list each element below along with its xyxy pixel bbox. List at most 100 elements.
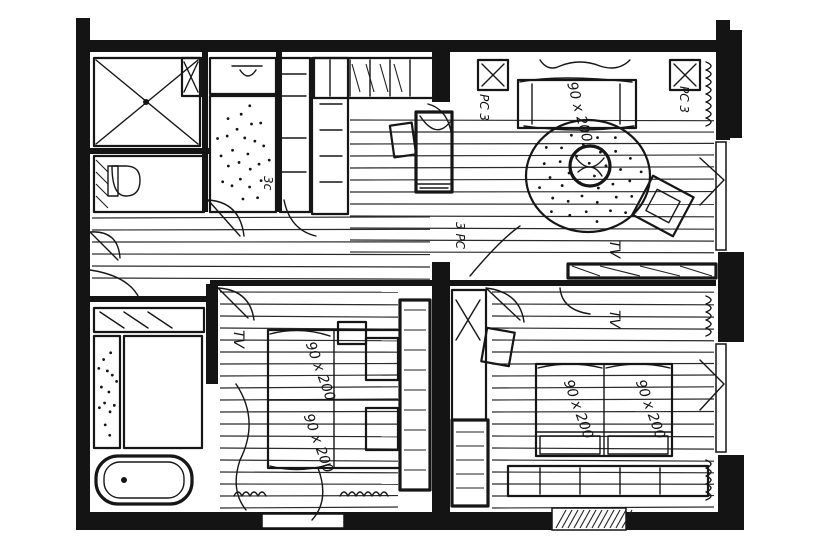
texture-dot [614, 195, 618, 199]
texture-dot [110, 373, 114, 377]
master-radiator [233, 491, 389, 497]
texture-dot [107, 390, 111, 394]
round-rug [524, 118, 652, 234]
texture-dot [611, 182, 615, 186]
texture-dot [248, 104, 252, 108]
texture-dot [115, 379, 118, 383]
plank-line [219, 339, 399, 342]
texture-dot [628, 179, 632, 183]
kitchen-counter [310, 56, 436, 216]
texture-dot [548, 176, 552, 179]
plank-line [91, 265, 431, 268]
bottom-windows [261, 507, 633, 531]
island-chair [388, 121, 418, 159]
texture-dot [231, 148, 234, 152]
washer-cabinet [208, 56, 312, 214]
label-bed-living: 90 x 200 [563, 80, 594, 144]
bath-vanity [92, 306, 206, 334]
plank-line [219, 471, 399, 474]
armchair [631, 174, 695, 238]
texture-dot [599, 150, 602, 154]
plank-line [349, 142, 715, 145]
texture-dot [105, 369, 109, 373]
plank-line [219, 410, 399, 413]
plank-line [491, 303, 715, 306]
label-bed-master-top: 90 x 200 [302, 340, 338, 404]
texture-dot [575, 154, 578, 158]
plank-line [219, 315, 399, 318]
texture-dot [253, 139, 257, 143]
texture-dot [237, 161, 241, 164]
bath-cabinet [92, 334, 204, 450]
plank-line [573, 509, 585, 529]
label-pc-hall: 3 PC [453, 222, 467, 250]
texture-dot [609, 209, 612, 213]
texture-dot [568, 213, 572, 217]
texture-dot [259, 121, 263, 125]
plank-line [609, 509, 621, 529]
label-pc-entry: PC 3 [477, 94, 491, 121]
texture-dot [226, 164, 230, 168]
texture-dot [550, 210, 553, 214]
vanity-top [180, 56, 278, 98]
plank-line [567, 509, 579, 529]
plank-line [597, 509, 609, 529]
texture-dot [596, 186, 600, 190]
texture-dot [97, 406, 101, 410]
texture-dot [248, 185, 251, 189]
floor-planks [91, 119, 715, 509]
plank-line [91, 228, 431, 231]
texture-dot [593, 174, 596, 178]
plank-line [491, 459, 715, 462]
texture-dot [580, 194, 584, 198]
plank-line [615, 509, 627, 529]
texture-dot [108, 433, 112, 437]
texture-dot [581, 142, 585, 146]
plank-line [219, 386, 399, 389]
bathtub [94, 454, 194, 506]
texture-dot [604, 164, 608, 168]
master-wardrobe [398, 298, 432, 492]
plank-line [91, 277, 431, 280]
texture-dot [558, 160, 562, 164]
texture-dot [267, 158, 271, 162]
texture-dot [109, 351, 113, 355]
plank-line [219, 303, 399, 306]
label-bed-master-bottom: 90 x 200 [300, 412, 336, 476]
interior-walls [90, 52, 716, 520]
plank-line [491, 374, 715, 377]
texture-dot [551, 196, 555, 200]
texture-dot [216, 137, 219, 140]
label-wardrobe-tag: 3c [261, 176, 275, 191]
plank-line [349, 166, 715, 169]
plank-line [219, 459, 399, 462]
label-tv-kids: TV [606, 310, 622, 330]
texture-dot [619, 168, 622, 171]
door-swings [89, 103, 591, 521]
plank-line [219, 374, 399, 377]
plank-line [491, 471, 715, 474]
texture-dot [241, 197, 245, 201]
texture-dot [542, 162, 546, 166]
texture-dot [219, 154, 223, 158]
texture-dot [570, 133, 573, 137]
kids-wardrobe [450, 418, 490, 508]
texture-dot [100, 385, 103, 389]
plank-line [603, 509, 615, 529]
plank-line [349, 178, 715, 181]
texture-dot [225, 134, 229, 138]
coffee-table [568, 144, 612, 188]
label-tv-master: TV [230, 330, 246, 350]
texture-dot [586, 125, 590, 129]
texture-dot [239, 112, 243, 116]
plank-line [555, 509, 567, 529]
texture-dot [639, 170, 643, 174]
right-windows [699, 141, 727, 453]
plank-line [491, 315, 715, 318]
texture-dot [614, 149, 618, 153]
texture-dot [538, 186, 541, 189]
texture-dot [246, 152, 250, 156]
texture-dot [630, 194, 634, 198]
texture-dot [256, 196, 259, 200]
